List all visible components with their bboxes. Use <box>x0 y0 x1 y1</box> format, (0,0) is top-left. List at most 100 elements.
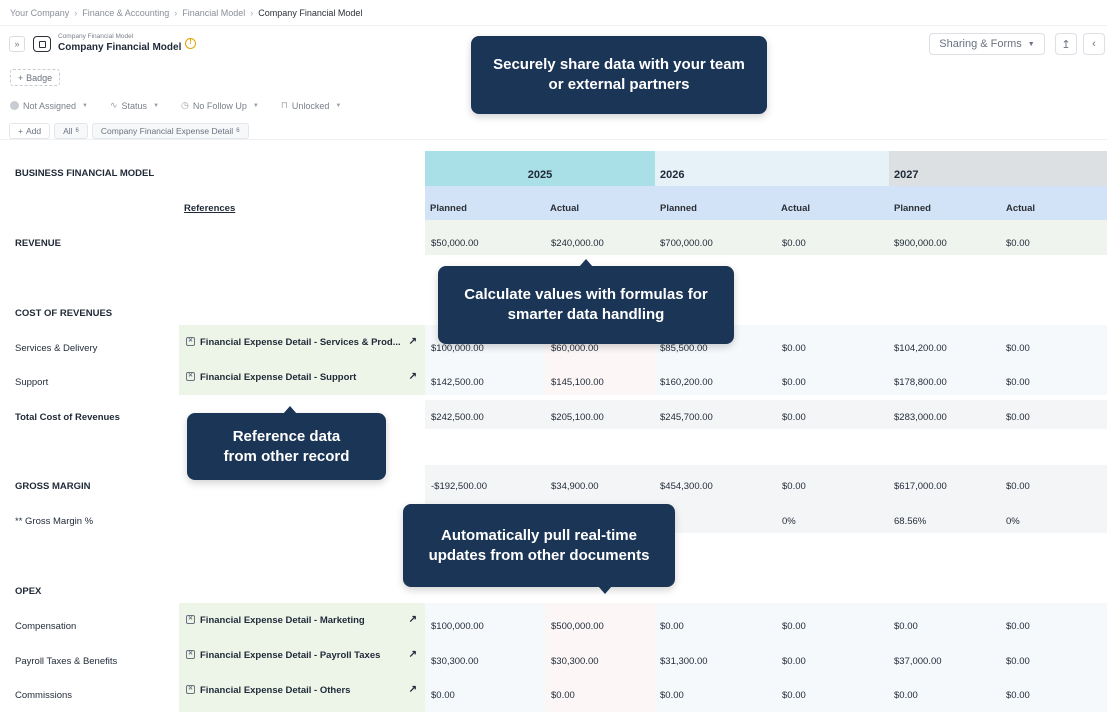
table-cell[interactable]: $0.00 <box>782 412 806 423</box>
table-cell[interactable]: $0.00 <box>660 690 684 701</box>
table-cell[interactable]: $37,000.00 <box>894 656 942 667</box>
table-cell[interactable]: $0.00 <box>660 621 684 632</box>
table-cell[interactable]: $0.00 <box>1006 412 1030 423</box>
table-cell[interactable]: $242,500.00 <box>431 412 484 423</box>
reference-chip-support[interactable]: ✕ Financial Expense Detail - Support ↗ <box>179 360 425 395</box>
chevron-down-icon: ▼ <box>82 102 88 109</box>
expand-sidebar-icon[interactable]: » <box>9 36 25 52</box>
table-cell[interactable]: $900,000.00 <box>894 238 947 249</box>
warning-icon[interactable]: ! <box>185 38 196 49</box>
table-cell[interactable]: $283,000.00 <box>894 412 947 423</box>
lock-label: Unlocked <box>291 100 330 111</box>
header-divider <box>0 25 1107 26</box>
table-cell[interactable]: $160,200.00 <box>660 377 713 388</box>
table-cell[interactable]: $0.00 <box>894 690 918 701</box>
table-cell[interactable]: $85,500.00 <box>660 343 708 354</box>
add-view-button[interactable]: + Add <box>9 123 51 139</box>
breadcrumb-finance-accounting[interactable]: Finance & Accounting <box>82 8 170 18</box>
reference-chip-others[interactable]: ✕ Financial Expense Detail - Others ↗ <box>179 673 425 712</box>
row-label-opex: OPEX <box>15 586 42 597</box>
table-cell[interactable]: $0.00 <box>782 377 806 388</box>
table-cell[interactable]: $178,800.00 <box>894 377 947 388</box>
table-cell[interactable]: $0.00 <box>782 238 806 249</box>
row-label-compensation: Compensation <box>15 621 77 632</box>
table-cell[interactable]: $60,000.00 <box>551 343 599 354</box>
tab-expense-detail[interactable]: Company Financial Expense Detail 6 <box>91 123 249 139</box>
table-cell[interactable]: $100,000.00 <box>431 343 484 354</box>
table-cell[interactable]: $0.00 <box>1006 377 1030 388</box>
table-cell[interactable]: $0.00 <box>782 690 806 701</box>
breadcrumb-financial-model[interactable]: Financial Model <box>182 8 246 18</box>
table-cell[interactable]: $30,300.00 <box>551 656 599 667</box>
table-cell[interactable]: $142,500.00 <box>431 377 484 388</box>
table-cell[interactable]: $500,000.00 <box>551 621 604 632</box>
lock-dropdown[interactable]: ⊓ Unlocked ▼ <box>281 100 342 111</box>
breadcrumb-current: Company Financial Model <box>258 8 363 18</box>
table-cell[interactable]: $0.00 <box>1006 481 1030 492</box>
table-cell[interactable]: $0.00 <box>782 343 806 354</box>
table-cell[interactable]: $0.00 <box>1006 238 1030 249</box>
table-cell[interactable]: $700,000.00 <box>660 238 713 249</box>
reference-icon: ✕ <box>186 615 195 624</box>
table-cell[interactable]: $0.00 <box>782 656 806 667</box>
row-label-cost-of-revenues: COST OF REVENUES <box>15 308 113 319</box>
clock-icon: ◷ <box>181 100 189 110</box>
table-cell[interactable]: $0.00 <box>894 621 918 632</box>
table-cell[interactable]: $245,700.00 <box>660 412 713 423</box>
tab-all[interactable]: All 6 <box>54 123 88 139</box>
callout-reference-text: Reference data from other record <box>223 427 350 465</box>
year-header-2027: 2027 <box>889 151 1107 186</box>
tabs-divider <box>0 139 1107 140</box>
reference-chip-payroll[interactable]: ✕ Financial Expense Detail - Payroll Tax… <box>179 638 425 673</box>
reference-chip-marketing[interactable]: ✕ Financial Expense Detail - Marketing ↗ <box>179 603 425 638</box>
tab-all-label: All <box>63 126 73 136</box>
callout-share-text: Securely share data with your team or ex… <box>493 56 745 93</box>
table-cell[interactable]: $0.00 <box>1006 343 1030 354</box>
table-cell[interactable]: -$192,500.00 <box>431 481 487 492</box>
table-cell[interactable]: $0.00 <box>1006 621 1030 632</box>
sharing-forms-button[interactable]: Sharing & Forms ▼ <box>929 33 1045 55</box>
upload-icon[interactable]: ↥ <box>1055 33 1077 55</box>
add-badge-button[interactable]: + Badge <box>10 69 60 86</box>
table-cell[interactable]: $31,300.00 <box>660 656 708 667</box>
table-cell[interactable]: 68.56% <box>894 516 927 527</box>
reference-icon: ✕ <box>186 337 195 346</box>
callout-realtime: Automatically pull real-time updates fro… <box>403 504 675 594</box>
activity-icon: ∿ <box>110 100 118 110</box>
plus-icon: + <box>18 126 23 136</box>
open-link-icon[interactable]: ↗ <box>408 614 417 625</box>
breadcrumb-your-company[interactable]: Your Company <box>10 8 70 18</box>
reference-chip-services[interactable]: ✕ Financial Expense Detail - Services & … <box>179 325 425 360</box>
total-row-bg <box>425 400 1107 429</box>
open-link-icon[interactable]: ↗ <box>408 684 417 695</box>
year-header-2026: 2026 <box>655 151 889 186</box>
table-cell[interactable]: $0.00 <box>782 481 806 492</box>
table-cell[interactable]: $205,100.00 <box>551 412 604 423</box>
table-cell[interactable]: 0% <box>782 516 796 527</box>
table-cell[interactable]: $0.00 <box>782 621 806 632</box>
tab-expense-detail-label: Company Financial Expense Detail <box>100 126 234 136</box>
table-cell[interactable]: $0.00 <box>1006 690 1030 701</box>
table-cell[interactable]: $100,000.00 <box>431 621 484 632</box>
open-link-icon[interactable]: ↗ <box>408 371 417 382</box>
assignee-dropdown[interactable]: Not Assigned ▼ <box>10 101 88 111</box>
table-cell[interactable]: $240,000.00 <box>551 238 604 249</box>
table-cell[interactable]: $0.00 <box>551 690 575 701</box>
open-link-icon[interactable]: ↗ <box>408 649 417 660</box>
open-link-icon[interactable]: ↗ <box>408 336 417 347</box>
status-dropdown[interactable]: ∿ Status ▼ <box>110 100 159 111</box>
follow-up-dropdown[interactable]: ◷ No Follow Up ▼ <box>181 100 259 111</box>
table-cell[interactable]: $34,900.00 <box>551 481 599 492</box>
table-cell[interactable]: $454,300.00 <box>660 481 713 492</box>
table-cell[interactable]: $0.00 <box>1006 656 1030 667</box>
table-cell[interactable]: $30,300.00 <box>431 656 479 667</box>
table-cell[interactable]: $0.00 <box>431 690 455 701</box>
table-cell[interactable]: $617,000.00 <box>894 481 947 492</box>
collapse-panel-icon[interactable]: ‹ <box>1083 33 1105 55</box>
table-cell[interactable]: 0% <box>1006 516 1020 527</box>
callout-reference: Reference data from other record <box>187 406 386 480</box>
row-label-services: Services & Delivery <box>15 343 98 354</box>
table-cell[interactable]: $50,000.00 <box>431 238 479 249</box>
table-cell[interactable]: $145,100.00 <box>551 377 604 388</box>
table-cell[interactable]: $104,200.00 <box>894 343 947 354</box>
